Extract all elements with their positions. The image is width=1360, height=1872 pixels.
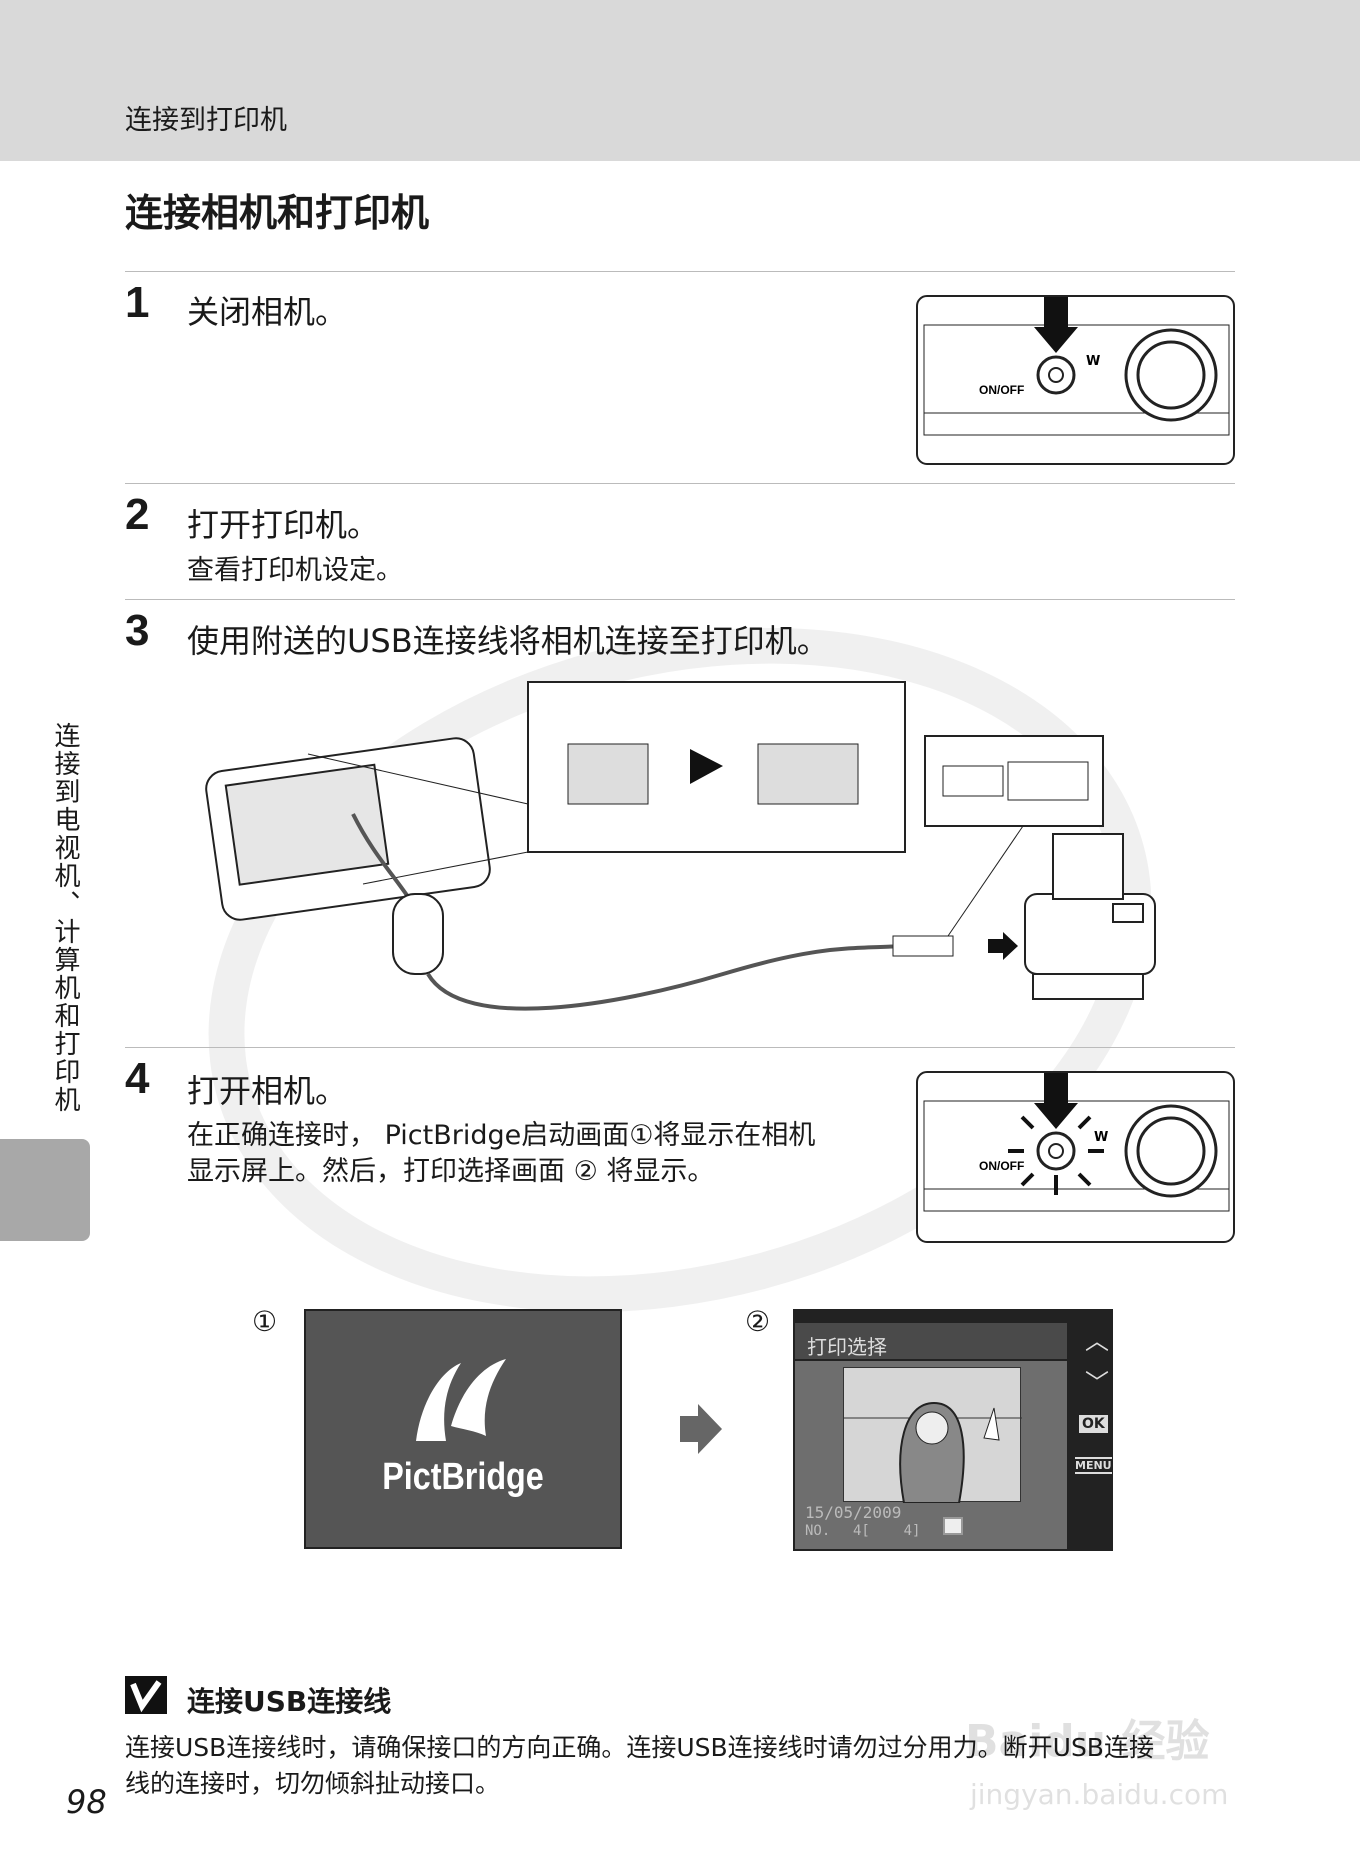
side-tab-marker	[0, 1139, 90, 1241]
screen-marker-2: ②	[745, 1305, 771, 1338]
photo-thumbnail	[843, 1367, 1022, 1504]
checkmark-note-icon	[125, 1676, 167, 1714]
step-subtext: 在正确连接时， PictBridge启动画面①将显示在相机	[187, 1120, 816, 1151]
step-number: 4	[125, 1054, 150, 1103]
divider	[125, 483, 1235, 484]
section-title: 连接到打印机	[125, 105, 287, 136]
chevron-down-icon: ﹀	[1085, 1369, 1109, 1397]
header-band	[0, 0, 1360, 161]
step-text: 使用附送的USB连接线将相机连接至打印机。	[187, 622, 829, 660]
printer-illustration	[1024, 833, 1156, 1000]
screen-marker-1: ①	[252, 1305, 278, 1338]
divider	[125, 271, 1235, 272]
usb-connection-diagram	[205, 681, 1156, 1011]
photo-no-label: NO.	[805, 1523, 831, 1539]
ok-icon: OK	[1079, 1415, 1108, 1433]
step-number: 1	[125, 278, 150, 327]
svg-text:ON/OFF: ON/OFF	[979, 1159, 1024, 1173]
print-select-title: 打印选择	[807, 1335, 887, 1359]
baidu-url-watermark: jingyan.baidu.com	[970, 1778, 1229, 1811]
camera-power-on-illustration: ON/OFF W	[916, 1071, 1235, 1243]
print-selection-screen: 打印选择 15/05/2009 NO. 4[ 4] ︿ ﹀ OK MENU	[793, 1309, 1113, 1551]
pictbridge-label: PictBridge	[382, 1456, 544, 1498]
photo-date: 15/05/2009	[805, 1503, 902, 1522]
menu-icon: MENU	[1075, 1457, 1112, 1474]
page-number: 98	[66, 1783, 107, 1821]
step-text: 打开打印机。	[187, 506, 380, 544]
arrow-right-icon	[680, 1404, 722, 1454]
pictbridge-screen: PictBridge	[304, 1309, 622, 1549]
page-title: 连接相机和打印机	[125, 191, 430, 235]
baidu-watermark: Baidu 经验	[965, 1716, 1210, 1767]
note-body: 连接USB连接线时，请确保接口的方向正确。连接USB连接线时请勿过分用力。断开U…	[125, 1733, 1154, 1762]
divider	[125, 599, 1235, 600]
divider	[125, 1047, 1235, 1048]
photo-count: 4[ 4]	[853, 1523, 921, 1539]
note-heading: 连接USB连接线	[187, 1685, 392, 1718]
step-subtext: 查看打印机设定。	[187, 555, 403, 586]
camera-power-button-illustration: ON/OFF W	[916, 295, 1235, 465]
step-number: 2	[125, 490, 150, 539]
step-text: 打开相机。	[187, 1072, 348, 1110]
print-size-icon	[943, 1517, 963, 1535]
svg-text:W: W	[1086, 354, 1100, 369]
step-text: 关闭相机。	[187, 293, 348, 331]
step-number: 3	[125, 606, 150, 655]
side-tab-label: 连接到电视机、计算机和打印机	[50, 722, 80, 1114]
chevron-up-icon: ︿	[1085, 1327, 1109, 1355]
svg-text:W: W	[1094, 1130, 1108, 1145]
step-subtext: 显示屏上。然后，打印选择画面 ② 将显示。	[187, 1156, 715, 1187]
camera-illustration	[205, 737, 491, 921]
on-off-label: ON/OFF	[979, 383, 1024, 397]
pictbridge-logo-icon	[416, 1359, 506, 1441]
note-body: 线的连接时，切勿倾斜扯动接口。	[125, 1769, 501, 1798]
